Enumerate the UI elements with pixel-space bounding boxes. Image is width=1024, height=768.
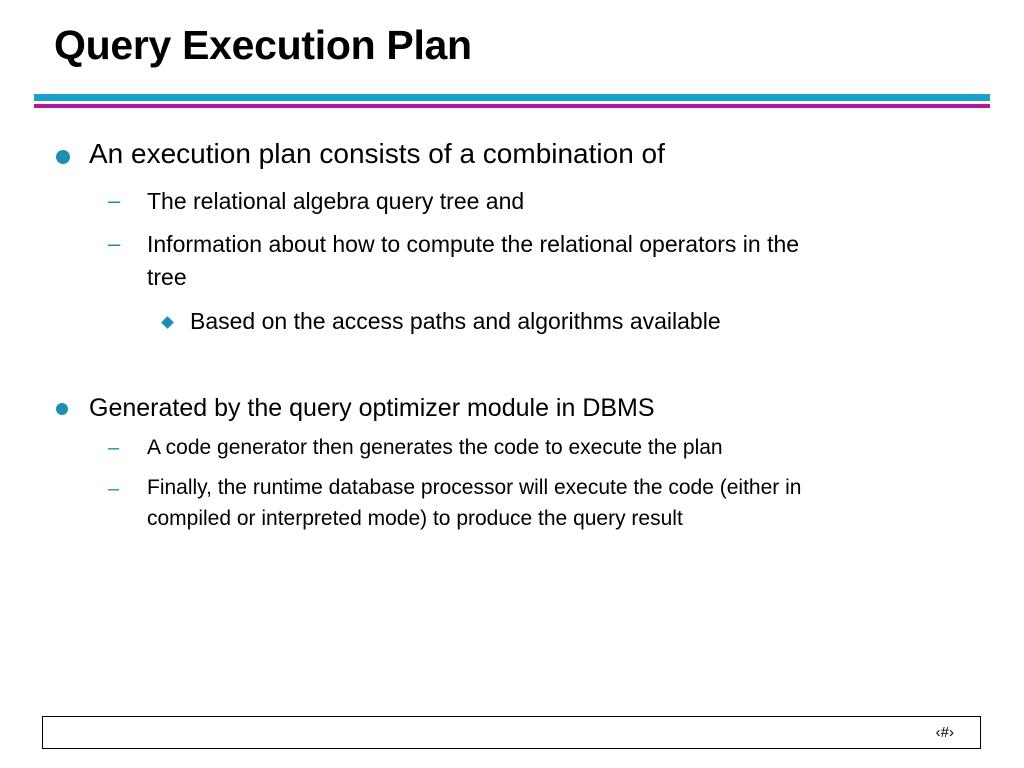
sub-bullet-2-1-text: A code generator then generates the code… bbox=[147, 436, 723, 459]
bullet-icon bbox=[56, 403, 68, 415]
dash-icon: – bbox=[108, 188, 121, 213]
title-rule-cyan bbox=[34, 94, 990, 101]
footer-box: ‹#› bbox=[42, 716, 981, 749]
sub-bullet-1-2-line2: tree bbox=[147, 264, 187, 290]
dash-icon: – bbox=[108, 478, 120, 500]
bullet-1-text: An execution plan consists of a combinat… bbox=[89, 138, 665, 169]
sub-sub-bullet-text: Based on the access paths and algorithms… bbox=[190, 308, 721, 334]
title-rule-magenta bbox=[34, 104, 990, 108]
dash-icon: – bbox=[108, 437, 120, 459]
sub-bullet-1-2-line1: Information about how to compute the rel… bbox=[147, 231, 800, 257]
dash-icon: – bbox=[108, 231, 121, 256]
slide-title: Query Execution Plan bbox=[54, 22, 472, 68]
bullet-icon bbox=[56, 150, 70, 164]
page-number: ‹#› bbox=[935, 724, 954, 741]
sub-bullet-2-2-line1: Finally, the runtime database processor … bbox=[147, 476, 802, 499]
sub-bullet-2-2-line2: compiled or interpreted mode) to produce… bbox=[147, 507, 683, 530]
diamond-icon bbox=[161, 316, 174, 329]
bullet-2-text: Generated by the query optimizer module … bbox=[89, 394, 655, 422]
sub-bullet-1-1-text: The relational algebra query tree and bbox=[147, 188, 525, 214]
